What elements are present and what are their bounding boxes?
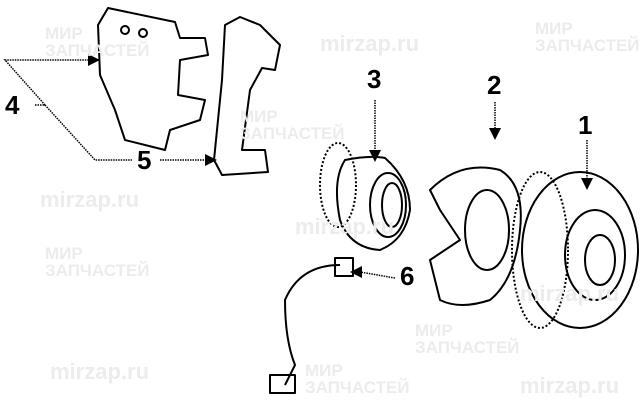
abs-sensor-wire xyxy=(284,264,341,386)
hub-drawing xyxy=(335,155,411,251)
splash-shield-drawing xyxy=(429,166,522,306)
hub-tone-ring xyxy=(319,142,357,228)
callout-2: 2 xyxy=(487,70,502,100)
caliper-drawing xyxy=(97,7,209,151)
watermark-url: mirzap.ru xyxy=(40,187,140,212)
leader-line-4 xyxy=(3,59,132,161)
caliper-bracket-drawing xyxy=(213,16,281,176)
callout-1: 1 xyxy=(578,110,593,140)
callout-3: 3 xyxy=(367,64,382,94)
callout-6: 6 xyxy=(400,261,415,291)
leader-line-6 xyxy=(359,271,396,279)
callout-4: 4 xyxy=(5,90,20,120)
watermark-url: mirzap.ru xyxy=(295,214,395,239)
watermark-url: mirzap.ru xyxy=(50,359,150,384)
watermark-url: mirzap.ru xyxy=(520,281,620,306)
brake-rotor-drawing xyxy=(521,171,639,329)
watermark-url: mirzap.ru xyxy=(320,31,420,56)
watermark-url: mirzap.ru xyxy=(520,373,620,398)
callout-5: 5 xyxy=(137,145,152,175)
